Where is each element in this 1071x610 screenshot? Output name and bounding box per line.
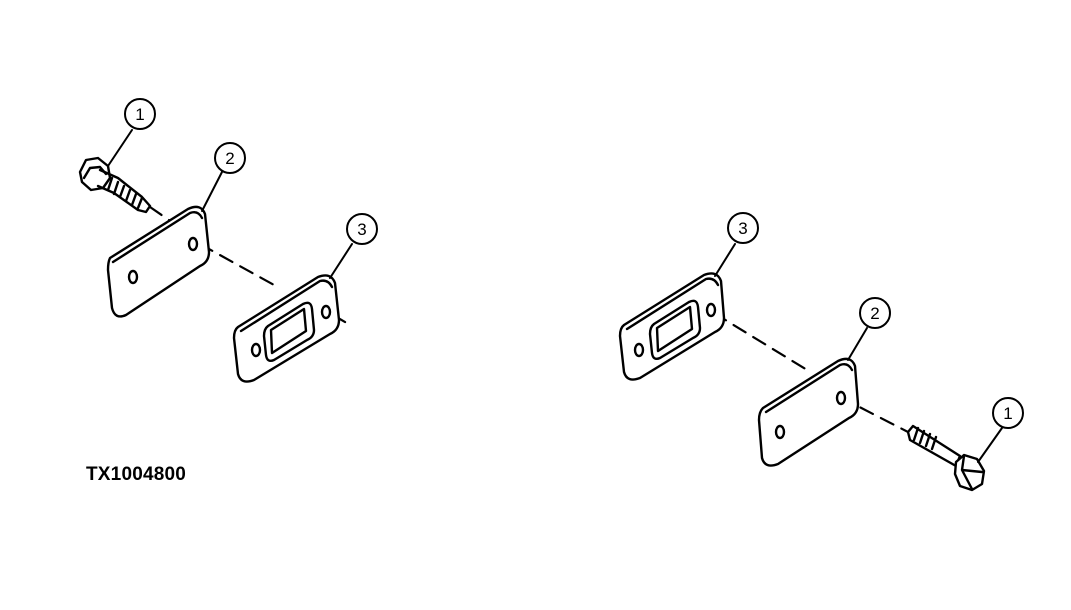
- cover-plate-left: [106, 205, 211, 318]
- leader-lines-right: [714, 243, 1003, 463]
- flange-bolt-left: [78, 156, 152, 214]
- callout-3-right: 3: [727, 212, 759, 244]
- cover-plate-right: [757, 357, 860, 467]
- svg-text:1: 1: [135, 105, 144, 124]
- hex-bolt-right: [906, 424, 986, 492]
- svg-text:2: 2: [870, 304, 879, 323]
- callout-1-left: 1: [124, 98, 156, 130]
- callout-3-left: 3: [346, 213, 378, 245]
- mounting-bracket-left: [232, 274, 341, 383]
- mounting-bracket-right: [618, 272, 726, 381]
- callout-2-right: 2: [859, 297, 891, 329]
- svg-text:2: 2: [225, 149, 234, 168]
- svg-text:3: 3: [357, 220, 366, 239]
- callout-1-right: 1: [992, 397, 1024, 429]
- figure-id-label: TX1004800: [86, 464, 187, 485]
- leader-lines-left: [107, 129, 353, 279]
- callout-2-left: 2: [214, 142, 246, 174]
- svg-text:3: 3: [738, 219, 747, 238]
- svg-text:1: 1: [1003, 404, 1012, 423]
